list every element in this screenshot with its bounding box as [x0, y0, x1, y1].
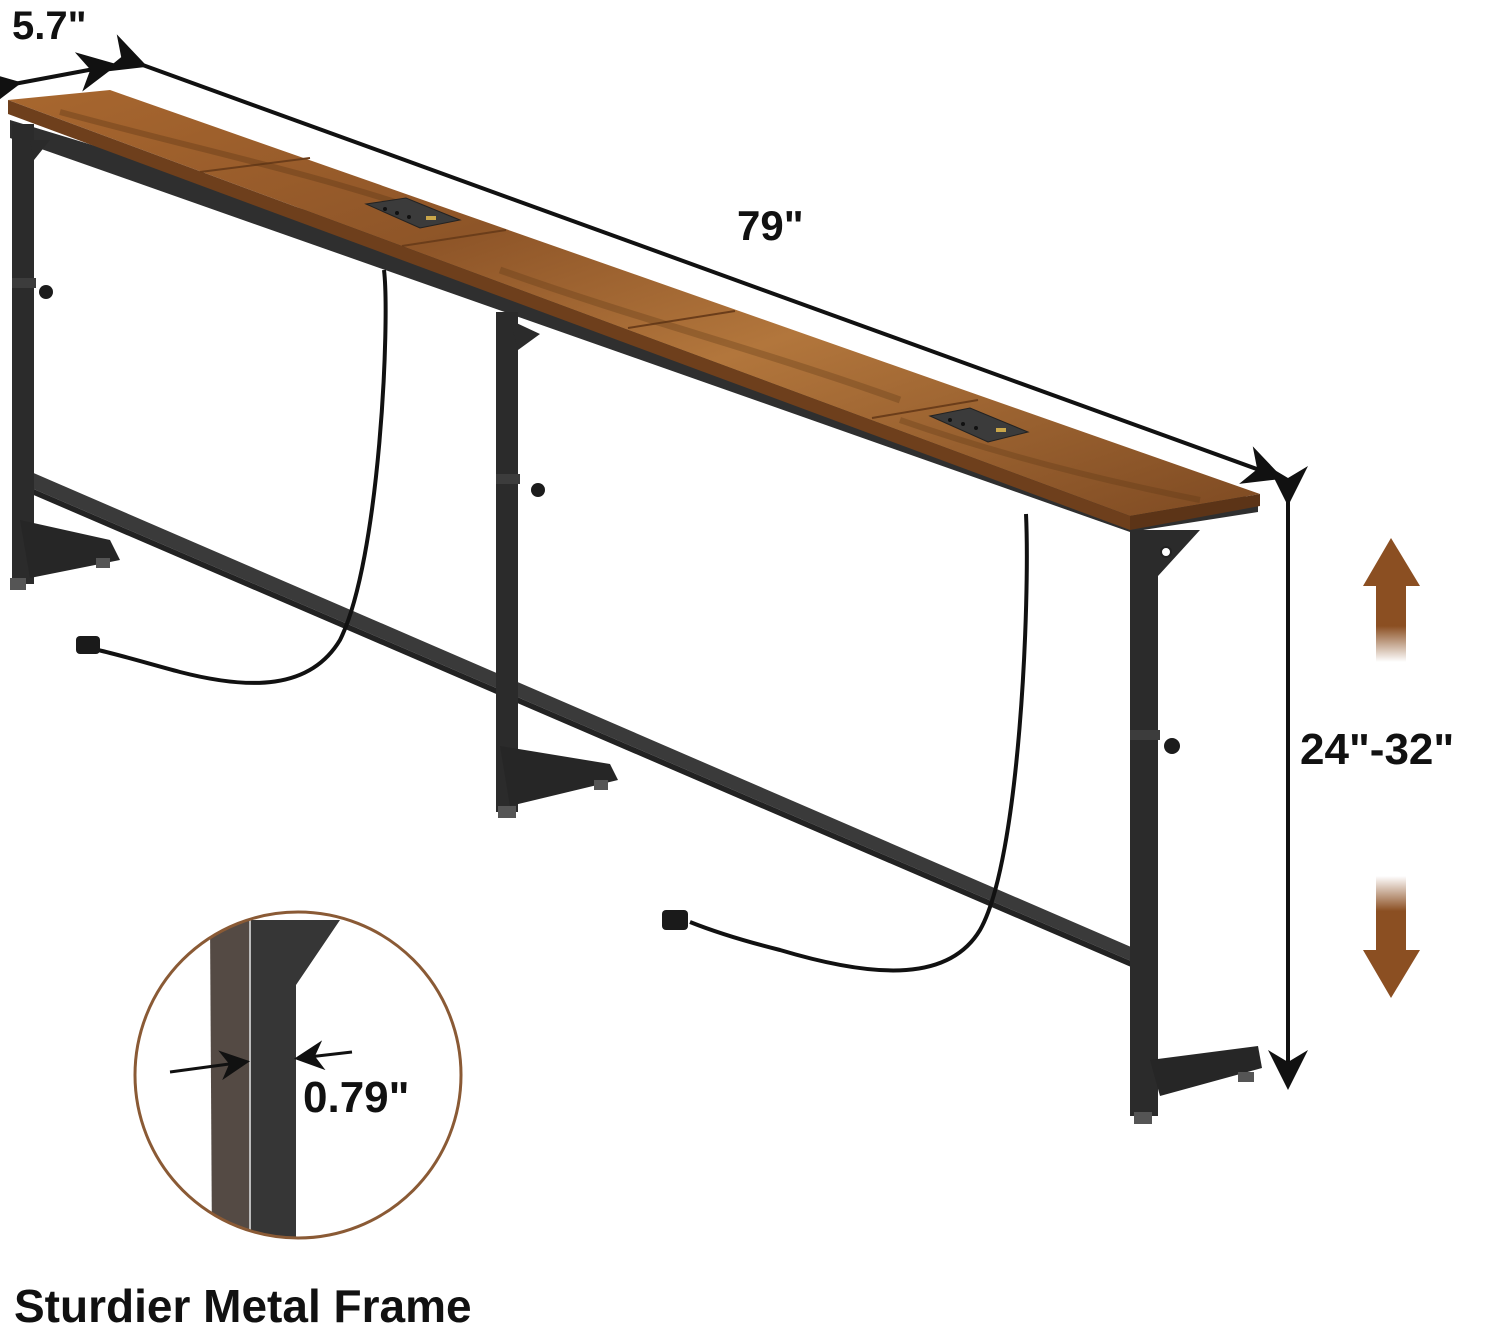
tabletop: [8, 90, 1260, 530]
frame-thickness-inset: [133, 910, 463, 1240]
power-outlet-left: [364, 197, 462, 229]
leg-right: [1130, 530, 1262, 1124]
arrow-down-icon: [1363, 876, 1420, 998]
tube-thickness-label: 0.79": [303, 1073, 410, 1122]
arrow-up-icon: [1363, 538, 1420, 662]
leg-middle: [496, 312, 618, 818]
leg-left: [10, 124, 120, 590]
bottom-stretcher: [22, 468, 1138, 970]
power-outlet-right: [928, 407, 1030, 443]
length-arrow: [103, 34, 1284, 484]
height-range-label: 24"-32": [1300, 725, 1455, 774]
caption-title: Sturdier Metal Frame: [14, 1280, 472, 1332]
power-cord-left: [76, 269, 388, 685]
length-label: 79": [737, 202, 804, 249]
power-cord-right: [662, 513, 1029, 973]
depth-label: 5.7": [12, 4, 87, 48]
depth-arrow: [0, 52, 118, 110]
